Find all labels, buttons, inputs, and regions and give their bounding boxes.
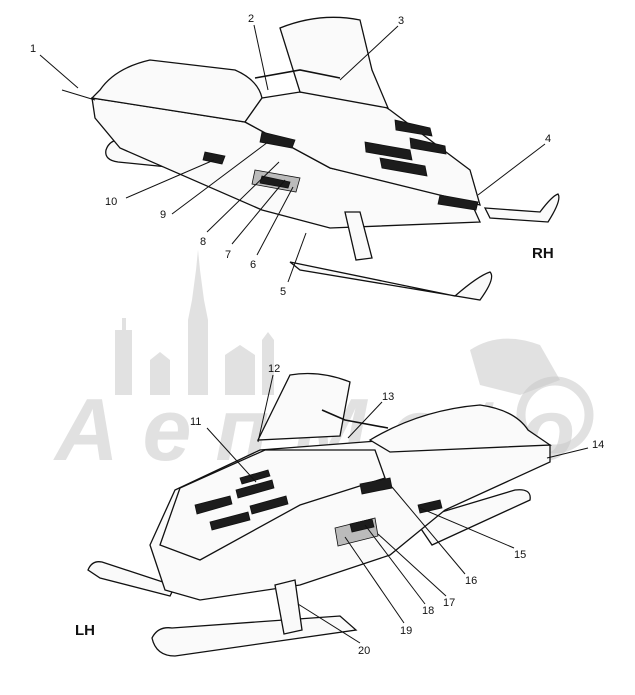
lh-handlebar bbox=[321, 409, 389, 429]
rh-windshield bbox=[279, 16, 390, 109]
callout-3: 3 bbox=[398, 15, 404, 27]
watermark-skyline bbox=[115, 250, 274, 395]
rh-hood-vent bbox=[379, 157, 428, 177]
rh-hood-vent bbox=[364, 141, 413, 161]
callout-2: 2 bbox=[248, 13, 254, 25]
callout-5: 5 bbox=[280, 286, 286, 298]
lh-hood-badge bbox=[239, 469, 271, 485]
lh-hood-vent bbox=[249, 495, 289, 515]
leader-lines bbox=[39, 24, 589, 644]
snowmobile-rh-view bbox=[61, 16, 560, 301]
lh-hood-vent bbox=[209, 511, 251, 531]
callout-10: 10 bbox=[105, 196, 117, 208]
callout-14: 14 bbox=[592, 439, 604, 451]
callout-12: 12 bbox=[268, 363, 280, 375]
rh-side-decal bbox=[259, 131, 296, 149]
callout-7: 7 bbox=[225, 249, 231, 261]
watermark-motorcycle bbox=[470, 338, 594, 454]
lh-seat bbox=[368, 404, 552, 453]
callout-8: 8 bbox=[200, 236, 206, 248]
callout-17: 17 bbox=[443, 597, 455, 609]
callout-18: 18 bbox=[422, 605, 434, 617]
rh-hood-vent bbox=[409, 137, 447, 155]
rh-nose-decal bbox=[437, 194, 479, 211]
rh-side-decal bbox=[259, 175, 291, 189]
lh-side-decal bbox=[349, 518, 375, 533]
rh-ski-leg bbox=[344, 211, 373, 261]
lh-track bbox=[413, 489, 531, 546]
lh-windshield bbox=[256, 372, 351, 441]
callout-9: 9 bbox=[160, 209, 166, 221]
callout-16: 16 bbox=[465, 575, 477, 587]
lh-side-decal bbox=[359, 477, 393, 495]
rh-ski-rear bbox=[289, 261, 493, 301]
callout-6: 6 bbox=[250, 259, 256, 271]
callout-1: 1 bbox=[30, 43, 36, 55]
view-label-rh: RH bbox=[532, 245, 554, 262]
lh-ski-front-1 bbox=[87, 561, 176, 597]
callout-13: 13 bbox=[382, 391, 394, 403]
view-label-lh: LH bbox=[75, 622, 95, 639]
callout-4: 4 bbox=[545, 133, 551, 145]
rh-tail-leader bbox=[61, 89, 96, 101]
lh-ski-leg bbox=[274, 579, 303, 635]
rh-ski-front bbox=[483, 193, 560, 223]
callout-numbers: 1 2 3 4 5 6 7 8 9 10 11 12 13 14 15 16 1… bbox=[30, 13, 604, 657]
rh-rear-decal bbox=[202, 151, 226, 165]
callout-19: 19 bbox=[400, 625, 412, 637]
callout-11: 11 bbox=[190, 416, 201, 428]
lh-ski-front-2 bbox=[151, 615, 358, 657]
callout-20: 20 bbox=[358, 645, 370, 657]
lh-hood-vent bbox=[235, 479, 275, 499]
lh-hood-vent bbox=[194, 495, 233, 515]
rh-handlebar bbox=[254, 69, 341, 79]
callout-15: 15 bbox=[514, 549, 526, 561]
rh-hood-vent bbox=[394, 119, 433, 137]
snowmobile-lh-view bbox=[87, 372, 552, 657]
